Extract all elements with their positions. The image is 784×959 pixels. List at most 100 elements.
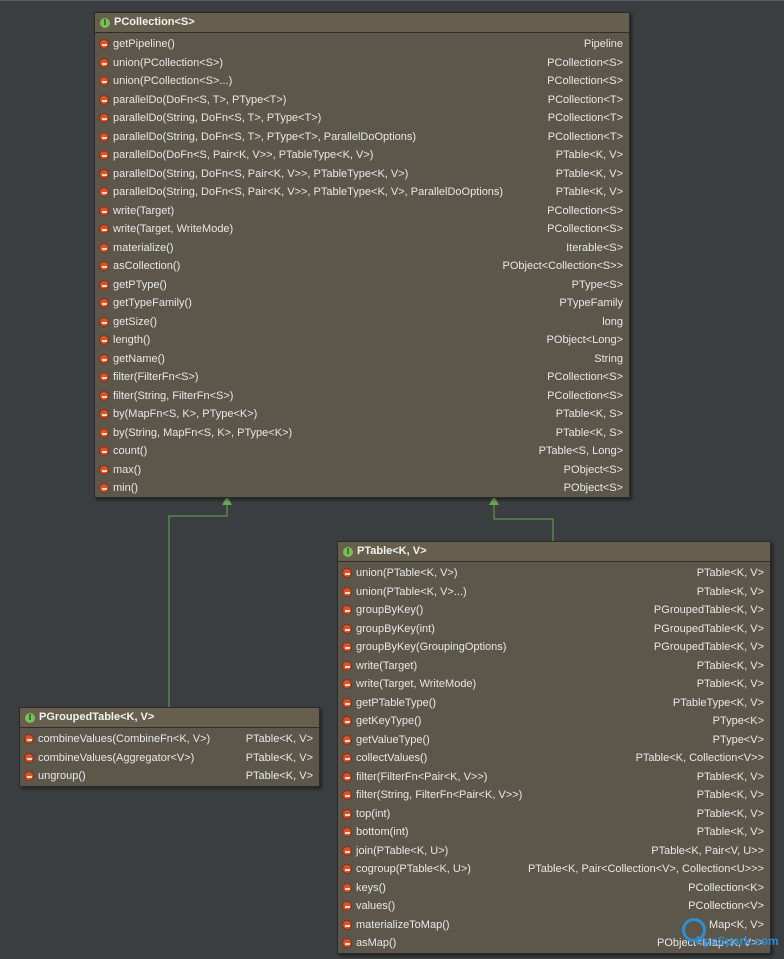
method-return-type: PCollection<S> <box>547 223 623 235</box>
method-icon <box>99 113 109 123</box>
method-row[interactable]: keys()PCollection<K> <box>338 879 770 898</box>
method-row[interactable]: top(int)PTable<K, V> <box>338 805 770 824</box>
method-row[interactable]: getPipeline()Pipeline <box>95 35 629 54</box>
method-return-type: PCollection<T> <box>547 130 623 143</box>
pgroupedtable-header[interactable]: I PGroupedTable<K, V> <box>20 708 319 728</box>
method-signature: cogroup(PTable<K, U>) <box>356 863 471 875</box>
method-signature: getName() <box>113 352 165 365</box>
method-row[interactable]: values()PCollection<V> <box>338 897 770 916</box>
method-icon <box>342 827 352 837</box>
method-row[interactable]: filter(String, FilterFn<Pair<K, V>>)PTab… <box>338 786 770 805</box>
method-icon <box>342 605 352 615</box>
method-return-type: PTable<K, V> <box>245 751 313 764</box>
pgroupedtable-title: PGroupedTable<K, V> <box>39 711 155 723</box>
method-return-type: PGroupedTable<K, V> <box>653 622 764 635</box>
method-icon <box>342 642 352 652</box>
method-signature: combineValues(Aggregator<V>) <box>38 751 195 764</box>
pcollection-header[interactable]: I PCollection<S> <box>95 13 629 33</box>
method-row[interactable]: union(PCollection<S>...)PCollection<S> <box>95 72 629 91</box>
method-row[interactable]: materializeToMap()Map<K, V> <box>338 916 770 935</box>
method-icon <box>342 660 352 671</box>
method-row[interactable]: max()PObject<S> <box>95 461 629 480</box>
method-return-type: PTableType<K, V> <box>672 696 764 709</box>
pgroupedtable-class-box[interactable]: I PGroupedTable<K, V> combineValues(Comb… <box>19 707 320 787</box>
method-signature: count() <box>113 445 148 457</box>
method-row[interactable]: getName()String <box>95 350 629 369</box>
method-return-type: PTable<K, Collection<V>> <box>635 752 764 764</box>
method-signature: filter(String, FilterFn<Pair<K, V>>) <box>356 789 523 801</box>
method-row[interactable]: parallelDo(String, DoFn<S, Pair<K, V>>, … <box>95 183 629 202</box>
method-row[interactable]: getPType()PType<S> <box>95 276 629 295</box>
method-row[interactable]: filter(FilterFn<Pair<K, V>>)PTable<K, V> <box>338 768 770 787</box>
method-row[interactable]: min()PObject<S> <box>95 479 629 498</box>
top-divider <box>0 0 784 1</box>
method-signature: groupByKey() <box>356 604 424 616</box>
method-row[interactable]: union(PCollection<S>)PCollection<S> <box>95 54 629 73</box>
method-row[interactable]: getKeyType()PType<K> <box>338 712 770 731</box>
method-row[interactable]: parallelDo(String, DoFn<S, T>, PType<T>,… <box>95 128 629 147</box>
method-row[interactable]: asMap()PObject<Map<K, V>> <box>338 934 770 953</box>
method-row[interactable]: write(Target, WriteMode) PCollection<S> <box>95 220 629 239</box>
method-return-type: PTable<K, V> <box>696 659 764 672</box>
method-row[interactable]: union(PTable<K, V>...)PTable<K, V> <box>338 583 770 602</box>
method-row[interactable]: length()PObject<Long> <box>95 331 629 350</box>
method-icon <box>342 697 352 708</box>
method-row[interactable]: combineValues(Aggregator<V>) PTable<K, V> <box>20 749 319 768</box>
method-row[interactable]: parallelDo(DoFn<S, Pair<K, V>>, PTableTy… <box>95 146 629 165</box>
method-signature: keys() <box>356 881 386 894</box>
method-signature: parallelDo(DoFn<S, T>, PType<T>) <box>113 93 287 106</box>
ptable-header[interactable]: I PTable<K, V> <box>338 542 770 562</box>
method-icon <box>99 464 109 475</box>
method-return-type: PObject<S> <box>563 482 623 494</box>
method-row[interactable]: write(Target, WriteMode)PTable<K, V> <box>338 675 770 694</box>
method-signature: union(PTable<K, V>) <box>356 567 458 579</box>
method-icon <box>99 94 109 105</box>
method-row[interactable]: by(MapFn<S, K>, PType<K>)PTable<K, S> <box>95 405 629 424</box>
method-row[interactable]: asCollection()PObject<Collection<S>> <box>95 257 629 276</box>
method-row[interactable]: parallelDo(String, DoFn<S, T>, PType<T>)… <box>95 109 629 128</box>
method-row[interactable]: collectValues()PTable<K, Collection<V>> <box>338 749 770 768</box>
method-signature: getValueType() <box>356 733 430 746</box>
method-row[interactable]: materialize()Iterable<S> <box>95 239 629 258</box>
method-row[interactable]: write(Target)PTable<K, V> <box>338 657 770 676</box>
method-row[interactable]: getSize()long <box>95 313 629 332</box>
method-signature: filter(FilterFn<S>) <box>113 371 199 383</box>
method-signature: getSize() <box>113 315 158 328</box>
method-row[interactable]: join(PTable<K, U>)PTable<K, Pair<V, U>> <box>338 842 770 861</box>
method-row[interactable]: filter(FilterFn<S>)PCollection<S> <box>95 368 629 387</box>
method-row[interactable]: groupByKey(int)PGroupedTable<K, V> <box>338 620 770 639</box>
method-row[interactable]: getValueType()PType<V> <box>338 731 770 750</box>
method-return-type: PTable<K, Pair<V, U>> <box>651 844 764 857</box>
method-row[interactable]: cogroup(PTable<K, U>)PTable<K, Pair<Coll… <box>338 860 770 879</box>
method-row[interactable]: count()PTable<S, Long> <box>95 442 629 461</box>
method-row[interactable]: getTypeFamily()PTypeFamily <box>95 294 629 313</box>
method-row[interactable]: parallelDo(String, DoFn<S, Pair<K, V>>, … <box>95 165 629 184</box>
method-row[interactable]: ungroup()PTable<K, V> <box>20 767 319 786</box>
method-signature: union(PCollection<S>...) <box>113 75 233 87</box>
method-return-type: PGroupedTable<K, V> <box>653 641 764 653</box>
method-row[interactable]: by(String, MapFn<S, K>, PType<K>)PTable<… <box>95 424 629 443</box>
method-row[interactable]: groupByKey()PGroupedTable<K, V> <box>338 601 770 620</box>
method-row[interactable]: filter(String, FilterFn<S>)PCollection<S… <box>95 387 629 406</box>
watermark-logo: hpsSpark.com <box>682 918 779 954</box>
method-return-type: PCollection<T> <box>547 112 623 124</box>
method-signature: parallelDo(String, DoFn<S, Pair<K, V>>, … <box>113 167 409 180</box>
method-return-type: PCollection<S> <box>547 389 623 402</box>
watermark-circle-icon <box>682 918 706 942</box>
method-row[interactable]: parallelDo(DoFn<S, T>, PType<T>)PCollect… <box>95 91 629 110</box>
method-signature: union(PCollection<S>) <box>113 56 224 69</box>
method-row[interactable]: getPTableType()PTableType<K, V> <box>338 694 770 713</box>
method-icon <box>99 76 109 86</box>
method-row[interactable]: union(PTable<K, V>)PTable<K, V> <box>338 564 770 583</box>
method-row[interactable]: groupByKey(GroupingOptions)PGroupedTable… <box>338 638 770 657</box>
method-return-type: PTypeFamily <box>559 297 623 309</box>
ptable-class-box[interactable]: I PTable<K, V> union(PTable<K, V>)PTable… <box>337 541 771 954</box>
method-row[interactable]: write(Target)PCollection<S> <box>95 202 629 221</box>
method-return-type: PTable<K, V> <box>245 733 313 745</box>
method-row[interactable]: combineValues(CombineFn<K, V>)PTable<K, … <box>20 730 319 749</box>
method-row[interactable]: bottom(int)PTable<K, V> <box>338 823 770 842</box>
method-signature: write(Target, WriteMode) <box>113 223 234 235</box>
